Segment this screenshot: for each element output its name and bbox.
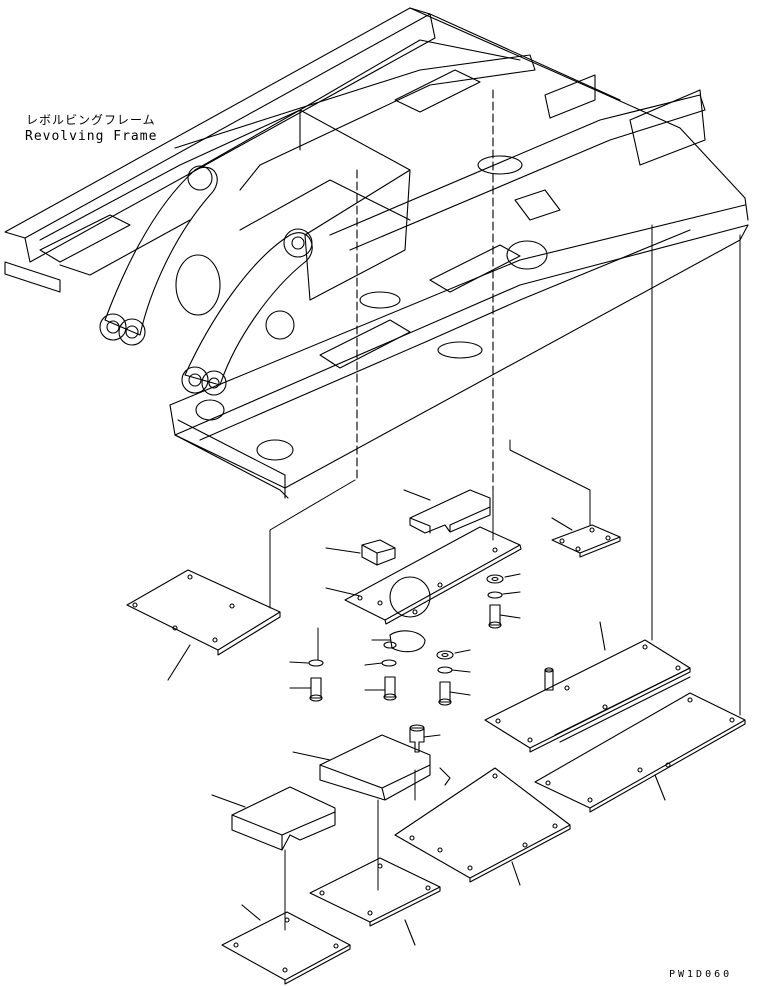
cover-plate-right-upper bbox=[484, 621, 691, 753]
cover-plate-bottom-left bbox=[221, 904, 351, 985]
revolving-frame-label-japanese: レボルビングフレーム bbox=[26, 113, 156, 127]
cover-plate-small-top-right bbox=[551, 517, 621, 558]
revolving-frame bbox=[4, 7, 749, 499]
cover-plate-bottom-center bbox=[309, 857, 441, 946]
cover-plate-bottom-right bbox=[394, 767, 571, 886]
cover-plate-center-top bbox=[325, 526, 522, 653]
fasteners bbox=[289, 573, 521, 753]
cover-plate-right-lower bbox=[534, 692, 746, 813]
block-middle bbox=[292, 734, 431, 801]
revolving-frame-label-english: Revolving Frame bbox=[25, 129, 158, 144]
block-small bbox=[325, 539, 396, 566]
cover-plate-left bbox=[126, 569, 281, 681]
block-top bbox=[403, 489, 491, 534]
drawing-code: PW1D060 bbox=[669, 969, 733, 980]
leader-lines bbox=[269, 224, 741, 931]
block-left bbox=[211, 786, 336, 851]
